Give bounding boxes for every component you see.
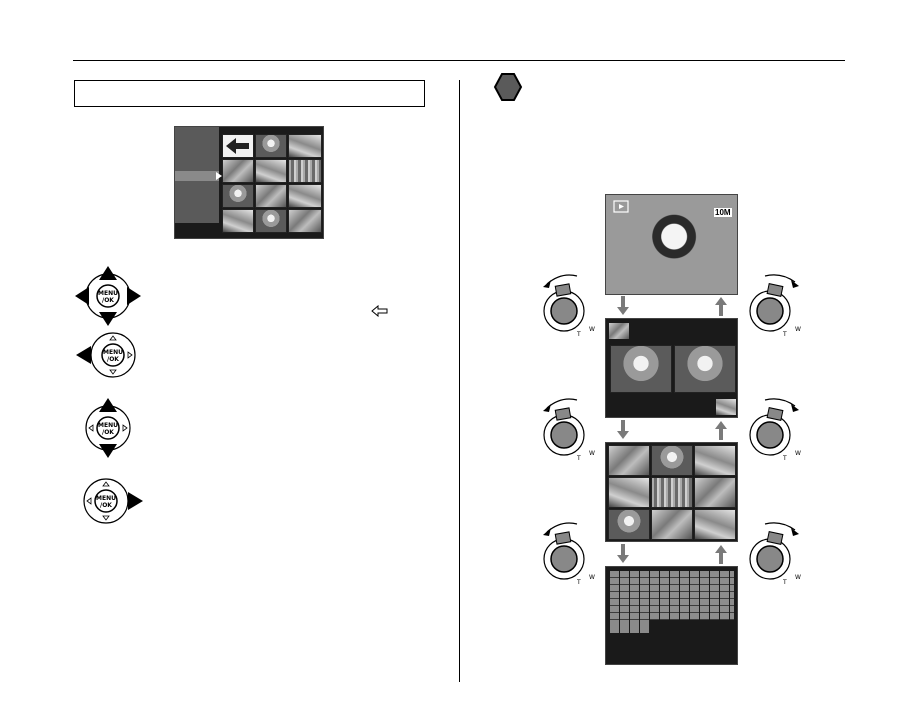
thumb <box>608 445 650 476</box>
svg-text:/OK: /OK <box>102 297 114 304</box>
svg-text:/OK: /OK <box>107 356 119 363</box>
thumb <box>651 445 693 476</box>
thumb <box>288 134 322 158</box>
wide-mark: W <box>795 574 801 581</box>
thumb <box>255 159 287 183</box>
arrow-down-icon <box>617 296 629 315</box>
thumb <box>694 477 736 508</box>
thumb <box>608 509 650 540</box>
menu-selected-item <box>175 171 219 181</box>
thumb <box>610 345 672 393</box>
zoom-lever-cw-icon: T W <box>749 522 801 586</box>
thumb <box>651 509 693 540</box>
screen-two-frame <box>605 318 738 418</box>
svg-text:MENU: MENU <box>98 422 118 429</box>
wide-mark: W <box>589 450 595 457</box>
thumb <box>255 209 287 233</box>
svg-text:MENU: MENU <box>96 495 116 502</box>
thumb <box>255 134 287 158</box>
screen-hundred-frame <box>605 566 738 665</box>
screen-single-frame: 10M <box>605 194 738 295</box>
arrow-down-icon <box>617 420 629 439</box>
svg-text:MENU: MENU <box>103 349 123 356</box>
back-arrow-outline-icon <box>371 305 388 317</box>
arrow-up-icon <box>715 297 727 316</box>
thumb <box>222 159 254 183</box>
resolution-badge: 10M <box>714 208 732 217</box>
tele-mark: T <box>576 331 581 338</box>
screen-nine-frame <box>605 442 738 542</box>
section-heading-box <box>74 80 425 107</box>
top-rule <box>73 60 845 61</box>
zoom-lever-ccw-icon: T W <box>543 274 595 338</box>
tele-mark: T <box>576 579 581 586</box>
hexagon-icon <box>493 73 523 101</box>
grid-blank <box>650 620 734 633</box>
thumb <box>651 477 693 508</box>
tele-mark: T <box>782 455 787 462</box>
playback-icon <box>613 200 629 213</box>
lcd-frame-menu <box>174 126 324 239</box>
mini-thumb <box>716 399 736 415</box>
arrow-up-icon <box>715 421 727 440</box>
dpad-up-down-icon: MENU /OK <box>85 398 131 458</box>
thumb <box>288 184 322 208</box>
thumb <box>255 184 287 208</box>
back-arrow-tile <box>222 134 254 158</box>
thumb <box>674 345 736 393</box>
column-divider <box>459 80 460 682</box>
zoom-lever-cw-icon: T W <box>749 398 801 462</box>
grid-partial-row <box>610 620 650 633</box>
thumb <box>222 184 254 208</box>
thumb <box>694 509 736 540</box>
thumb <box>288 159 322 183</box>
dpad-right-icon: MENU /OK <box>83 478 143 524</box>
wide-mark: W <box>589 574 595 581</box>
wide-mark: W <box>589 326 595 333</box>
zoom-lever-cw-icon: T W <box>749 274 801 338</box>
tele-mark: T <box>782 579 787 586</box>
menu-selection-marker <box>216 172 222 180</box>
thumb <box>694 445 736 476</box>
svg-text:/OK: /OK <box>102 429 114 436</box>
svg-text:/OK: /OK <box>100 502 112 509</box>
thumb <box>222 209 254 233</box>
mini-thumb <box>609 323 629 339</box>
thumb <box>288 209 322 233</box>
zoom-lever-ccw-icon: T W <box>543 398 595 462</box>
arrow-up-icon <box>715 545 727 564</box>
wide-mark: W <box>795 450 801 457</box>
wide-mark: W <box>795 326 801 333</box>
arrow-down-icon <box>617 544 629 563</box>
back-arrow-icon <box>226 138 249 154</box>
thumb <box>608 477 650 508</box>
dpad-all-directions-icon: MENU /OK <box>75 266 141 326</box>
dpad-left-icon: MENU /OK <box>76 332 136 378</box>
svg-text:MENU: MENU <box>98 290 118 297</box>
tele-mark: T <box>576 455 581 462</box>
zoom-lever-ccw-icon: T W <box>543 522 595 586</box>
tele-mark: T <box>782 331 787 338</box>
